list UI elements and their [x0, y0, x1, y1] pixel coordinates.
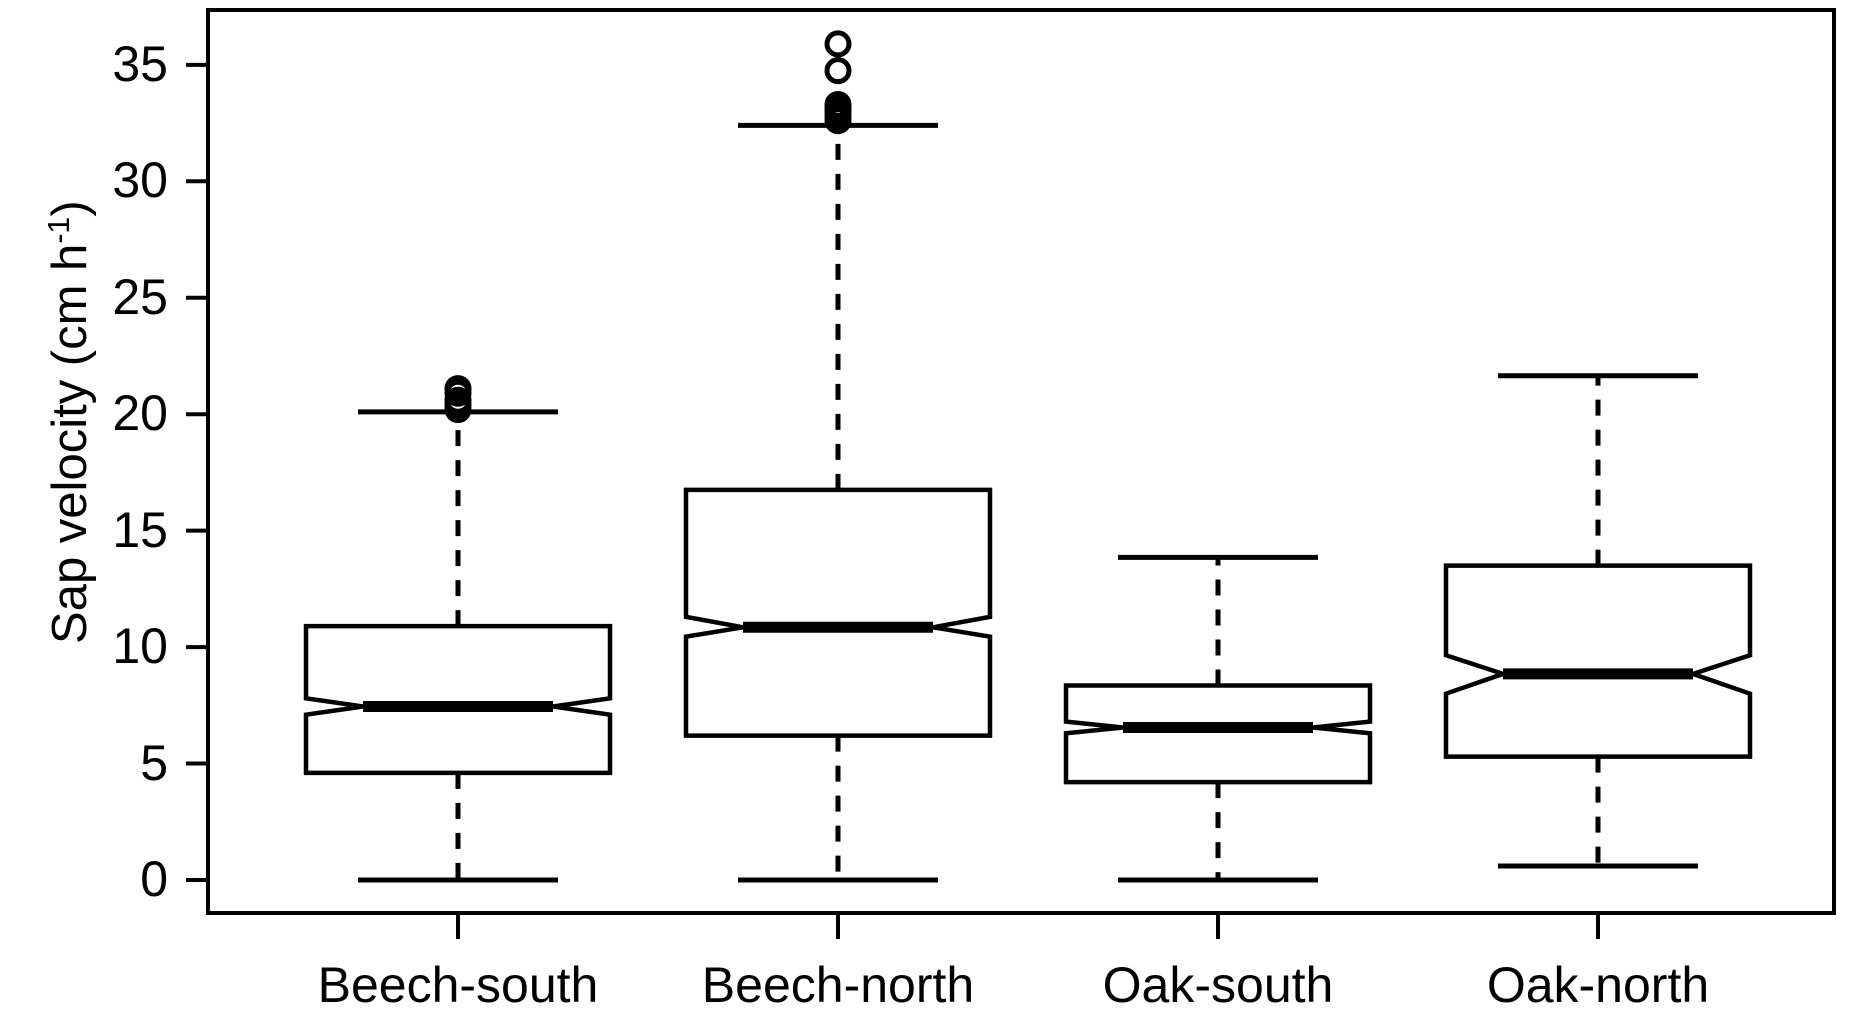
x-axis-tick-label-oak-north: Oak-north	[1486, 957, 1710, 1013]
outlier-point	[824, 90, 852, 118]
box-notched	[683, 487, 993, 738]
y-axis-tick-label: 10	[112, 618, 168, 675]
plot-frame	[206, 8, 1836, 915]
x-axis-tick-label-oak-south: Oak-south	[1102, 957, 1334, 1013]
x-axis-tick-label-beech-north: Beech-north	[701, 957, 975, 1013]
outlier-point	[824, 30, 852, 58]
y-axis-tick-label: 30	[112, 152, 168, 209]
box-notched	[303, 623, 613, 776]
outlier-point	[444, 375, 472, 403]
y-axis-tick-label: 20	[112, 385, 168, 442]
y-axis-tick-label: 25	[112, 268, 168, 325]
y-axis-tick-label: 5	[140, 734, 168, 791]
y-axis-tick-label: 15	[112, 501, 168, 558]
box-notched	[1063, 683, 1373, 785]
outlier-point	[824, 57, 852, 85]
y-axis-tick-label: 35	[112, 35, 168, 92]
y-axis-tick-label: 0	[140, 851, 168, 907]
x-axis-tick-label-beech-south: Beech-south	[317, 957, 599, 1013]
box-notched	[1443, 563, 1753, 759]
